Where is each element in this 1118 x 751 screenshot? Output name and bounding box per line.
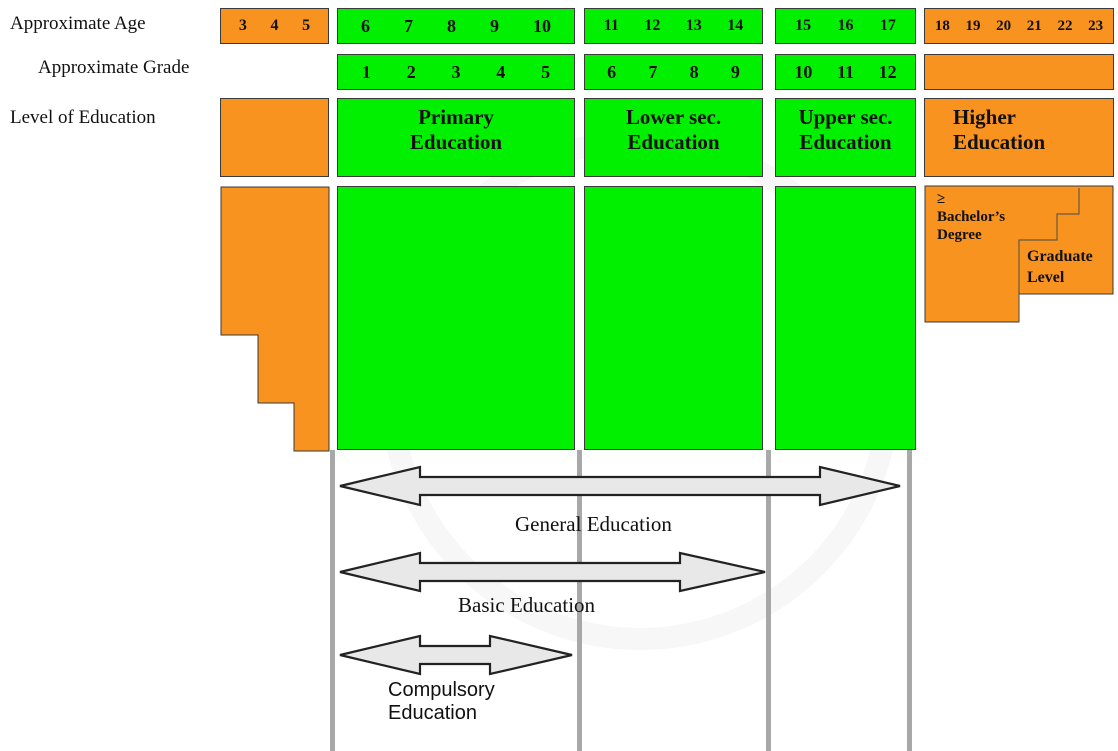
level-cell-higher: Higher Education (924, 98, 1114, 177)
grade-cell-upper: 10 11 12 (775, 54, 916, 90)
upper-title-line1: Upper sec. (798, 105, 893, 129)
basic-arrow-shape (339, 551, 766, 593)
graduate-line1: Graduate (1027, 248, 1093, 265)
upper-title-line2: Education (799, 130, 892, 154)
age-20: 20 (996, 17, 1012, 34)
age-cell-primary: 6 7 8 9 10 (337, 8, 575, 44)
divider-line-4 (907, 450, 912, 751)
age-cell-preschool: 3 4 5 (220, 8, 329, 44)
divider-line-1 (330, 450, 335, 751)
grade-cell-lower: 6 7 8 9 (584, 54, 763, 90)
preschool-staircase-shape (220, 186, 330, 452)
age-8: 8 (447, 15, 456, 36)
level-cell-upper: Upper sec. Education (775, 98, 916, 177)
preschool-staircase (220, 186, 330, 452)
graduate-level-label: Graduate Level (1027, 246, 1093, 288)
grade-cell-higher-empty (924, 54, 1114, 90)
grade-2: 2 (406, 61, 416, 82)
bachelor-line2: Degree (937, 227, 982, 243)
lower-title-line2: Education (627, 130, 720, 154)
age-cell-lower: 11 12 13 14 (584, 8, 763, 44)
grade-5: 5 (541, 61, 551, 82)
grade-1: 1 (361, 61, 371, 82)
approximate-grade-label: Approximate Grade (38, 57, 190, 78)
divider-line-2 (577, 450, 582, 751)
age-16: 16 (837, 17, 854, 34)
age-6: 6 (361, 15, 370, 36)
general-education-caption: General Education (515, 512, 672, 536)
age-23: 23 (1088, 17, 1104, 34)
age-list-upper: 15 16 17 (776, 9, 915, 43)
graduate-line2: Level (1027, 269, 1065, 286)
general-arrow-shape (339, 465, 901, 507)
grade-10: 10 (794, 61, 813, 82)
general-education-arrow (339, 465, 901, 507)
age-5: 5 (302, 17, 311, 34)
primary-education-title: Primary Education (338, 105, 574, 155)
grade-4: 4 (496, 61, 506, 82)
age-13: 13 (685, 17, 702, 34)
compulsory-line2: Education (388, 702, 477, 724)
primary-title-line2: Education (409, 130, 503, 154)
primary-body-block (337, 186, 575, 450)
age-7: 7 (404, 15, 413, 36)
level-cell-primary: Primary Education (337, 98, 575, 177)
higher-title-line2: Education (953, 130, 1046, 154)
age-22: 22 (1057, 17, 1073, 34)
basic-education-caption: Basic Education (458, 593, 596, 617)
level-cell-preschool (220, 98, 329, 177)
age-9: 9 (490, 15, 499, 36)
grade-8: 8 (689, 61, 699, 82)
level-of-education-label: Level of Education (10, 107, 156, 128)
primary-title-line1: Primary (418, 105, 494, 129)
grade-cell-primary: 1 2 3 4 5 (337, 54, 575, 90)
age-11: 11 (603, 17, 619, 34)
compulsory-line1: Compulsory (388, 679, 495, 701)
grade-list-lower: 6 7 8 9 (585, 55, 762, 89)
graduate-step-line (1018, 188, 1080, 322)
compulsory-education-caption: Compulsory Education (388, 679, 495, 725)
grade-list-upper: 10 11 12 (776, 55, 915, 89)
greater-equal-symbol: ≥ (937, 191, 946, 207)
age-17: 17 (879, 17, 896, 34)
age-10: 10 (533, 15, 551, 36)
divider-line-3 (766, 450, 771, 751)
level-cell-lower: Lower sec. Education (584, 98, 763, 177)
higher-education-staircase (924, 185, 1114, 323)
compulsory-education-arrow (339, 634, 573, 676)
higher-education-title: Higher Education (953, 105, 1113, 155)
age-list-higher: 18 19 20 21 22 23 (925, 9, 1113, 43)
grade-list-primary: 1 2 3 4 5 (338, 55, 574, 89)
grade-11: 11 (836, 61, 854, 82)
age-list-preschool: 3 4 5 (221, 9, 328, 43)
grade-3: 3 (451, 61, 461, 82)
age-12: 12 (644, 17, 661, 34)
age-4: 4 (270, 17, 279, 34)
lower-sec-body-block (584, 186, 763, 450)
compulsory-arrow-shape (339, 634, 573, 676)
grade-7: 7 (648, 61, 658, 82)
basic-education-arrow (339, 551, 766, 593)
upper-sec-body-block (775, 186, 916, 450)
age-list-lower: 11 12 13 14 (585, 9, 762, 43)
bachelor-line1: Bachelor’s (937, 209, 1006, 225)
age-15: 15 (795, 17, 812, 34)
grade-9: 9 (730, 61, 740, 82)
bachelor-degree-label: ≥ Bachelor’s Degree (937, 190, 1005, 244)
age-19: 19 (965, 17, 981, 34)
age-21: 21 (1026, 17, 1042, 34)
higher-title-line1: Higher (953, 105, 1016, 129)
approximate-age-label: Approximate Age (10, 13, 146, 34)
grade-6: 6 (607, 61, 617, 82)
age-list-primary: 6 7 8 9 10 (338, 9, 574, 43)
age-cell-upper: 15 16 17 (775, 8, 916, 44)
age-cell-higher: 18 19 20 21 22 23 (924, 8, 1114, 44)
age-14: 14 (727, 17, 744, 34)
lower-title-line1: Lower sec. (625, 105, 722, 129)
lower-sec-education-title: Lower sec. Education (585, 105, 762, 155)
upper-sec-education-title: Upper sec. Education (776, 105, 915, 155)
age-3: 3 (238, 17, 247, 34)
age-18: 18 (934, 17, 950, 34)
grade-12: 12 (878, 61, 897, 82)
